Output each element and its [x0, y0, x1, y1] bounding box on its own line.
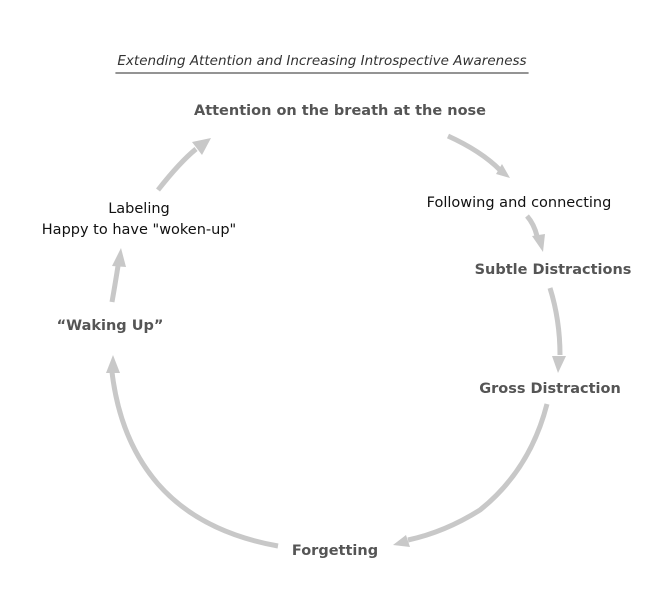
- diagram-title: Extending Attention and Increasing Intro…: [117, 53, 526, 69]
- arrowhead-gross: [552, 356, 566, 373]
- arrowhead-following: [496, 164, 510, 178]
- arrow-subtle-to-gross: [547, 287, 563, 356]
- label-labeling: Labeling: [108, 201, 170, 217]
- label-happy-woken-up: Happy to have "woken-up": [42, 222, 236, 238]
- arrowhead-forgetting: [393, 535, 410, 547]
- arrowhead-labeling: [112, 248, 126, 267]
- arrowhead-subtle: [532, 234, 545, 252]
- arrow-forgetting-to-waking: [109, 371, 279, 549]
- label-following: Following and connecting: [427, 195, 612, 211]
- cycle-arrows: [106, 133, 566, 549]
- label-attention: Attention on the breath at the nose: [194, 103, 486, 119]
- arrow-attention-to-following: [446, 133, 502, 172]
- label-forgetting: Forgetting: [292, 543, 378, 559]
- arrow-following-to-subtle: [525, 214, 540, 237]
- label-gross-distraction: Gross Distraction: [479, 381, 621, 397]
- arrowhead-attention: [192, 138, 211, 155]
- arrowhead-waking: [106, 355, 120, 373]
- arrow-gross-to-forgetting: [407, 403, 550, 543]
- arrow-labeling-to-attention: [156, 147, 198, 192]
- label-waking-up: “Waking Up”: [57, 318, 164, 334]
- arrow-waking-to-labeling: [109, 265, 121, 303]
- label-subtle-distractions: Subtle Distractions: [475, 262, 632, 278]
